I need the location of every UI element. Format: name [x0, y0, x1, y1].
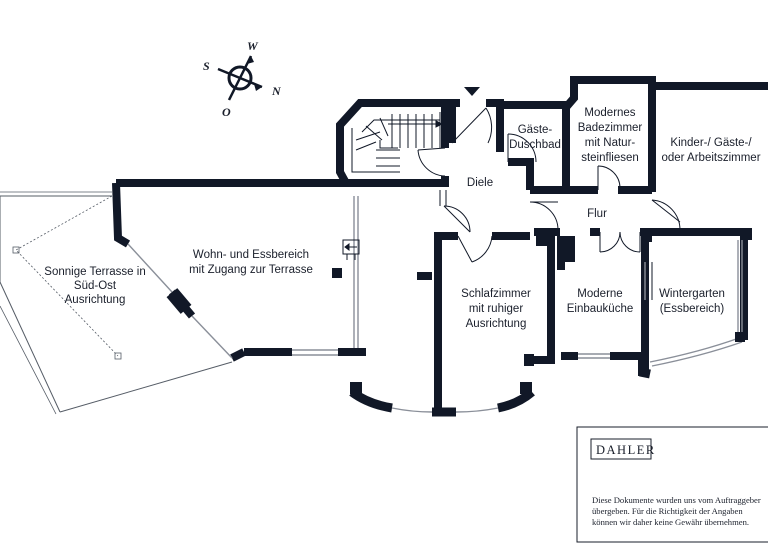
room-label-line: Duschbad: [509, 139, 561, 151]
room-label-line: mit Natur-: [585, 137, 636, 149]
room-label-wohnen: Wohn- und Essbereich mit Zugang zur Terra…: [189, 249, 313, 276]
windows: [127, 196, 743, 413]
disclaimer-line-1: Diese Dokumente wurden uns vom Auftragge…: [592, 495, 761, 505]
brand-logo-frame: [590, 438, 652, 460]
doors: [342, 107, 681, 300]
bay-window-walls: [349, 367, 651, 417]
room-label-line: mit ruhiger: [469, 303, 523, 315]
compass-east-label: O: [222, 105, 231, 119]
room-label-line: Ausrichtung: [65, 294, 126, 306]
room-label-gaeste-duschbad: Gäste- Duschbad: [509, 124, 561, 151]
compass-south-label: S: [203, 59, 210, 73]
room-label-line: Sonnige Terrasse in: [44, 266, 145, 278]
room-label-line: Wintergarten: [659, 288, 725, 300]
room-label-diele: Diele: [467, 177, 493, 189]
room-label-line: Diele: [467, 177, 493, 189]
room-label-kinderzimmer: Kinder-/ Gäste-/ oder Arbeitszimmer: [661, 137, 760, 164]
entrance-arrow-icon: [464, 87, 480, 96]
compass-west-label: W: [247, 39, 259, 53]
broker-footer: DAHLER Diese Dokumente wurden uns vom Au…: [576, 426, 768, 543]
room-label-line: Süd-Ost: [74, 280, 117, 292]
compass-rose-icon: W N O S: [203, 39, 282, 119]
room-label-line: (Essbereich): [660, 303, 725, 315]
room-label-line: Wohn- und Essbereich: [193, 249, 309, 261]
room-label-line: Modernes: [584, 107, 635, 119]
compass-north-label: N: [271, 84, 282, 98]
brand-logo: DAHLER: [596, 443, 656, 457]
room-label-line: Ausrichtung: [466, 318, 527, 330]
room-label-line: Badezimmer: [578, 122, 643, 134]
room-label-flur: Flur: [587, 208, 607, 220]
room-label-line: oder Arbeitszimmer: [661, 152, 760, 164]
room-label-wintergarten: Wintergarten (Essbereich): [659, 288, 725, 315]
wall-pillars: [166, 232, 745, 394]
room-label-line: Moderne: [577, 288, 622, 300]
disclaimer-line-2: übergeben. Für die Richtigkeit der Angab…: [592, 506, 743, 516]
walls: [112, 76, 768, 410]
room-label-line: Flur: [587, 208, 607, 220]
room-label-line: Schlafzimmer: [461, 288, 531, 300]
room-label-line: Kinder-/ Gäste-/: [670, 137, 752, 149]
terrace-outline: [0, 191, 233, 415]
disclaimer-line-3: können wir daher keine Gewähr übernehmen…: [592, 517, 749, 527]
room-label-line: Gäste-: [518, 124, 553, 136]
room-label-line: steinfliesen: [581, 152, 639, 164]
room-label-line: Einbauküche: [567, 303, 634, 315]
room-label-line: mit Zugang zur Terrasse: [189, 264, 313, 276]
staircase: [351, 112, 444, 173]
